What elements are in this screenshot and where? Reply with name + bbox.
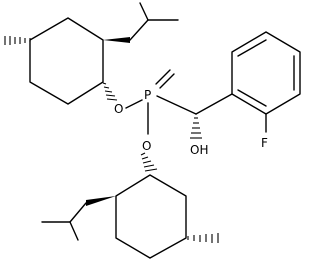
upper-cyclohexane-ring <box>29 17 104 105</box>
fluorophenyl-ring <box>231 31 301 115</box>
phosphorus-label: P <box>144 88 151 102</box>
fluorine-label: F <box>261 136 268 150</box>
lower-cyclohexane-ring <box>115 174 187 259</box>
p-double-bond-o-line-1 <box>155 69 171 85</box>
benzene-inner-double-bond-3 <box>237 89 267 107</box>
chemical-structure: O P OH F O <box>4 2 301 259</box>
upper-isopropyl-bond-1 <box>129 19 149 41</box>
lower-menthyl-group <box>41 152 219 259</box>
lower-oxygen-label: O <box>142 139 151 153</box>
lower-isopropyl-bond-1 <box>69 202 87 223</box>
benzene-inner-double-bond-1 <box>237 39 267 57</box>
upper-isopropyl-wedge-bond <box>103 37 130 43</box>
lower-isopropyl-bond-3 <box>69 221 79 241</box>
upper-o-p-bond <box>125 99 143 109</box>
p-double-bond-o-line-2 <box>159 73 175 89</box>
p-benzylic-carbon-bond <box>156 95 197 115</box>
upper-oxygen-label: O <box>114 102 123 116</box>
upper-isopropyl-bond-3 <box>139 2 149 21</box>
hydroxyl-label: OH <box>190 143 208 157</box>
upper-menthyl-group <box>4 2 179 105</box>
benzene-ring-outline <box>231 31 301 115</box>
oh-hash-bond <box>190 117 202 139</box>
structure-canvas: O P OH F O <box>4 2 301 259</box>
upper-ester-hash-bond <box>102 82 118 101</box>
lower-ester-hash-bond <box>140 152 158 172</box>
benzylic-aryl-bond <box>195 93 233 115</box>
lower-isopropyl-wedge-bond <box>86 196 116 206</box>
upper-methyl-hash-bond <box>4 36 31 45</box>
lower-methyl-hash-bond <box>187 233 219 243</box>
